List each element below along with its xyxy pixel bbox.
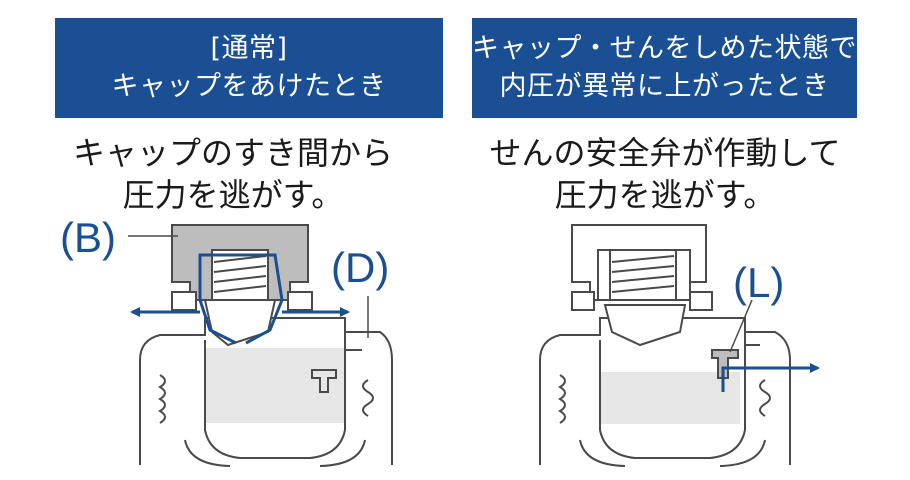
caption-left: キャップのすき間から 圧力を逃がす。 — [13, 132, 453, 216]
left-cap-threads — [213, 255, 267, 293]
label-b: (B) — [60, 214, 116, 261]
label-l: (L) — [733, 259, 784, 306]
label-d: (D) — [331, 244, 389, 291]
caption-right-line-2: 圧力を逃がす。 — [554, 176, 776, 214]
right-cap-threads — [611, 255, 675, 293]
header-right-line-2: 内圧が異常に上がったとき — [499, 71, 830, 102]
left-bottle-diagram — [139, 224, 393, 467]
caption-left-line-2: 圧力を逃がす。 — [122, 176, 344, 214]
left-outer-threads — [158, 374, 166, 424]
right-plug — [603, 304, 687, 347]
header-left-line-2: キャップをあけたとき — [111, 71, 387, 102]
header-banner-right: キャップ・せんをしめた状態で 内圧が異常に上がったとき — [472, 18, 857, 118]
right-bottle-diagram — [539, 224, 791, 467]
left-pressure-flow — [130, 253, 350, 345]
left-valve — [311, 369, 337, 393]
right-outer-threads — [558, 374, 566, 424]
header-left-line-1: [通常] — [210, 33, 288, 64]
leader-l — [729, 299, 753, 353]
right-pressure-flow — [721, 363, 820, 392]
right-flow-path — [721, 366, 745, 392]
right-liquid — [600, 372, 740, 424]
left-flow-path — [198, 253, 284, 345]
right-valve — [711, 349, 739, 379]
caption-left-line-1: キャップのすき間から — [72, 134, 393, 172]
header-banner-left: [通常] キャップをあけたとき — [55, 18, 443, 118]
header-right-line-1: キャップ・せんをしめた状態で — [472, 33, 857, 64]
left-plug — [203, 299, 277, 347]
caption-right: せんの安全弁が作動して 圧力を逃がす。 — [445, 132, 885, 216]
caption-right-line-1: せんの安全弁が作動して — [489, 134, 841, 172]
